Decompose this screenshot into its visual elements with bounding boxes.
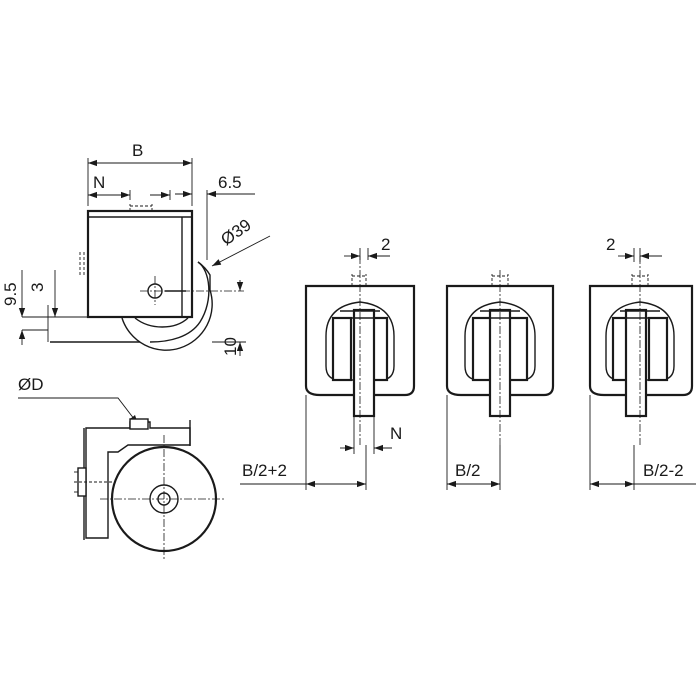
wheel-rim bbox=[149, 261, 210, 343]
dim-n-bottom-label: N bbox=[390, 424, 402, 443]
bracket-body bbox=[86, 209, 194, 319]
wheel-3 bbox=[624, 308, 648, 418]
dim-phi-d-label: ØD bbox=[18, 375, 44, 394]
dim-9-5-label: 9.5 bbox=[1, 282, 20, 306]
dim-2-a-label: 2 bbox=[381, 235, 390, 254]
dim-b-half-minus-label: B/2-2 bbox=[643, 461, 684, 480]
side-view: B N 6.5 Ø39 9.5 3 10 bbox=[1, 141, 271, 356]
dim-phi39-label: Ø39 bbox=[217, 215, 254, 249]
dim-3-label: 3 bbox=[28, 283, 47, 292]
wheel-outline bbox=[121, 261, 213, 351]
wheel-1 bbox=[352, 308, 376, 418]
section-view: ØD bbox=[18, 375, 225, 560]
dim-b-half-label: B/2 bbox=[455, 461, 481, 480]
dim-6-5-label: 6.5 bbox=[218, 173, 242, 192]
dim-n-top-label: N bbox=[93, 173, 105, 192]
dim-b-half-plus-label: B/2+2 bbox=[242, 461, 287, 480]
bracket-section bbox=[85, 421, 191, 539]
front-view-1: 2 N B/2+2 bbox=[240, 235, 416, 490]
dim-10-label: 10 bbox=[221, 337, 240, 356]
front-view-3: 2 B/2-2 bbox=[588, 235, 696, 490]
dim-2-b-label: 2 bbox=[606, 235, 615, 254]
dim-b-label: B bbox=[132, 141, 143, 160]
front-view-2: B/2 bbox=[445, 270, 555, 490]
wheel-inner-arc bbox=[134, 317, 189, 328]
